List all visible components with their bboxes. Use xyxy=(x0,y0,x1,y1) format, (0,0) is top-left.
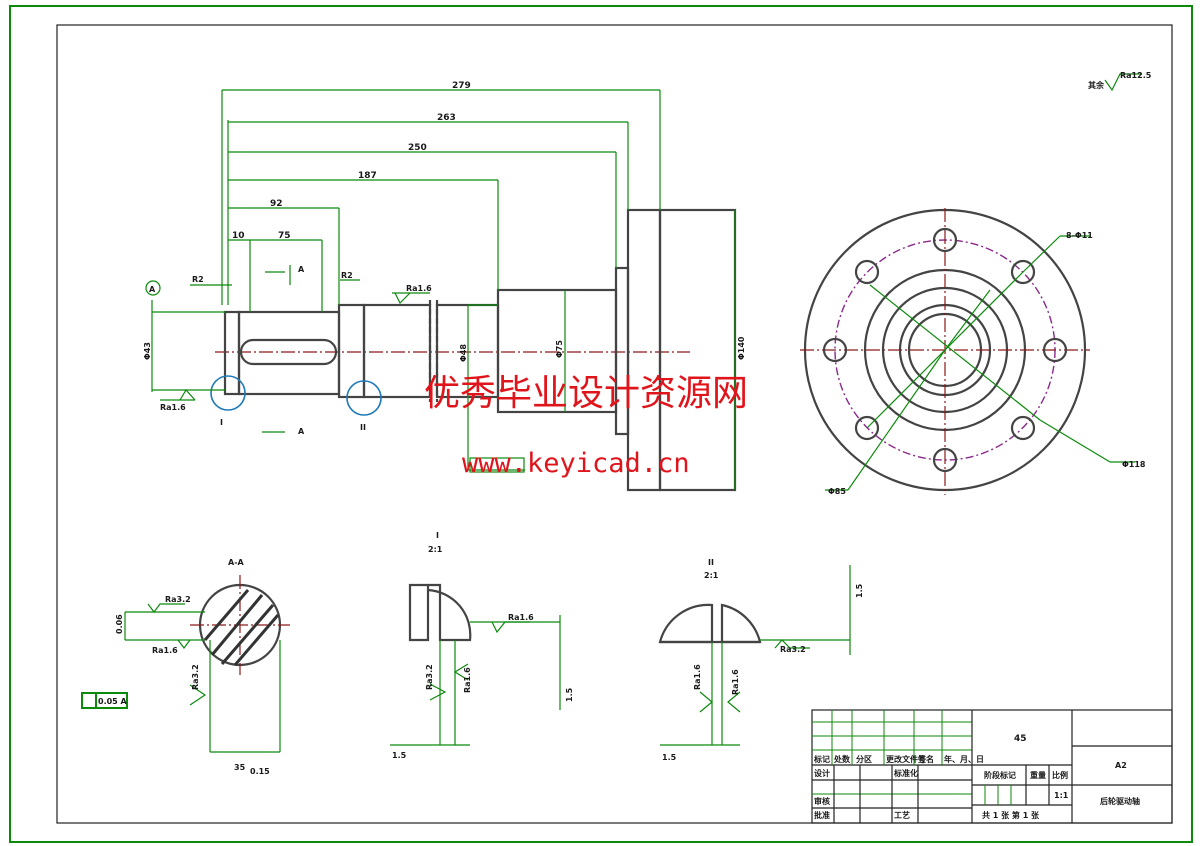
svg-text:A: A xyxy=(298,265,305,274)
detail-label-2: II xyxy=(360,423,366,432)
roughness-mid xyxy=(392,292,430,305)
dim-r2-mid: R2 xyxy=(341,271,353,280)
tb-role-design: 设计 xyxy=(814,768,830,778)
dim-279: 279 xyxy=(452,81,471,91)
tb-paper: A2 xyxy=(1115,761,1127,770)
left-annotations xyxy=(145,280,232,392)
shaft-front-view xyxy=(215,208,737,492)
detail-circle-1 xyxy=(210,375,246,411)
detail-i-ra-2: Ra3.2 xyxy=(425,664,434,690)
dim-92: 92 xyxy=(270,199,283,209)
aa-ra-side: Ra3.2 xyxy=(191,664,200,690)
tb-part-name: 后轮驱动轴 xyxy=(1100,796,1140,806)
detail-i-scale: 2:1 xyxy=(428,545,443,554)
dim-phi48: Φ48 xyxy=(459,344,468,362)
dim-263: 263 xyxy=(437,113,456,123)
dim-250: 250 xyxy=(408,143,427,153)
tb-scale: 比例 xyxy=(1052,770,1068,780)
tb-role-review: 审核 xyxy=(814,796,830,806)
inner-border xyxy=(56,24,1173,824)
dim-phi140: Φ140 xyxy=(737,336,746,360)
detail-ii xyxy=(658,565,851,746)
svg-text:0.05 A: 0.05 A xyxy=(98,697,128,706)
section-aa-title: A-A xyxy=(228,558,245,567)
roughness-left xyxy=(160,388,196,401)
section-aa xyxy=(124,575,290,753)
aa-dim-tol: 0.15 xyxy=(250,767,270,776)
detail-ii-scale: 2:1 xyxy=(704,571,719,580)
detail-i-ra-1: Ra1.6 xyxy=(508,613,534,622)
aa-ra-bottom: Ra1.6 xyxy=(152,646,178,655)
svg-text:Ra12.5: Ra12.5 xyxy=(1120,71,1152,80)
detail-i-ra-3: Ra1.6 xyxy=(463,667,472,693)
dim-phi75: Φ75 xyxy=(555,340,564,358)
tol-frame-center xyxy=(469,457,525,473)
tb-row-sign: 签名 xyxy=(917,754,934,764)
ra-left: Ra1.6 xyxy=(160,403,186,412)
watermark-url: www.keyicad.cn xyxy=(462,448,690,479)
dim-r2: R2 xyxy=(192,275,204,284)
tb-material: 45 xyxy=(1014,734,1027,744)
dim-8-phi11: 8-Φ11 xyxy=(1066,231,1093,240)
flange-end-view xyxy=(800,208,1135,495)
dim-10: 10 xyxy=(232,231,245,241)
watermark-chinese: 优秀毕业设计资源网 xyxy=(424,373,748,414)
svg-text:A: A xyxy=(298,427,305,436)
section-mark-a-bottom: A xyxy=(262,427,305,436)
dim-phi43: Φ43 xyxy=(143,342,152,360)
detail-ii-dim-bottom: 1.5 xyxy=(662,753,677,762)
dimension-lines-top xyxy=(221,89,661,312)
svg-text:其余: 其余 xyxy=(1088,80,1105,90)
tb-row-zone: 分区 xyxy=(856,754,872,764)
detail-i-dim-side: 1.5 xyxy=(565,687,574,702)
tb-row-mark: 标记 xyxy=(813,754,830,764)
detail-label-1: I xyxy=(220,418,223,427)
dim-phi118: Φ118 xyxy=(1122,460,1146,469)
detail-i-dim-bottom: 1.5 xyxy=(392,751,407,760)
detail-ii-dim-side: 1.5 xyxy=(855,583,864,598)
section-mark-a-top: A xyxy=(265,265,305,285)
aa-tolerance-frame: 0.05 A xyxy=(81,692,128,709)
datum-a: A xyxy=(149,285,156,294)
ra-mid: Ra1.6 xyxy=(406,284,432,293)
dim-75: 75 xyxy=(278,231,291,241)
detail-ii-ra-1: Ra3.2 xyxy=(780,645,806,654)
aa-ra-top: Ra3.2 xyxy=(165,595,191,604)
detail-circle-2 xyxy=(346,380,382,416)
tb-weight: 重量 xyxy=(1030,770,1046,780)
dim-phi85: Φ85 xyxy=(828,487,846,496)
aa-dim-side: 0.06 xyxy=(115,614,124,634)
detail-ii-ra-2: Ra1.6 xyxy=(693,664,702,690)
tb-stage: 阶段标记 xyxy=(984,770,1016,780)
title-block xyxy=(811,709,1173,824)
general-roughness-note: 其余 Ra12.5 xyxy=(1088,71,1152,92)
tb-sheet: 共 1 张 第 1 张 xyxy=(982,810,1040,820)
detail-ii-ra-3: Ra1.6 xyxy=(731,669,740,695)
tb-row-count: 处数 xyxy=(833,754,851,764)
tb-role-approve: 批准 xyxy=(814,810,830,820)
tb-row-date: 年、月、日 xyxy=(944,754,984,764)
detail-i xyxy=(390,583,561,746)
tb-scale-value: 1:1 xyxy=(1054,791,1069,800)
tb-row-doc: 更改文件号 xyxy=(886,754,926,764)
outer-border xyxy=(9,5,1193,843)
tb-role-std: 标准化 xyxy=(893,768,918,778)
aa-dim-35: 35 xyxy=(234,763,246,772)
vertical-dimensions xyxy=(467,210,736,490)
dim-187: 187 xyxy=(358,171,377,181)
tb-role-process: 工艺 xyxy=(894,810,910,820)
detail-i-title: I xyxy=(436,531,439,540)
detail-ii-title: II xyxy=(708,558,714,567)
